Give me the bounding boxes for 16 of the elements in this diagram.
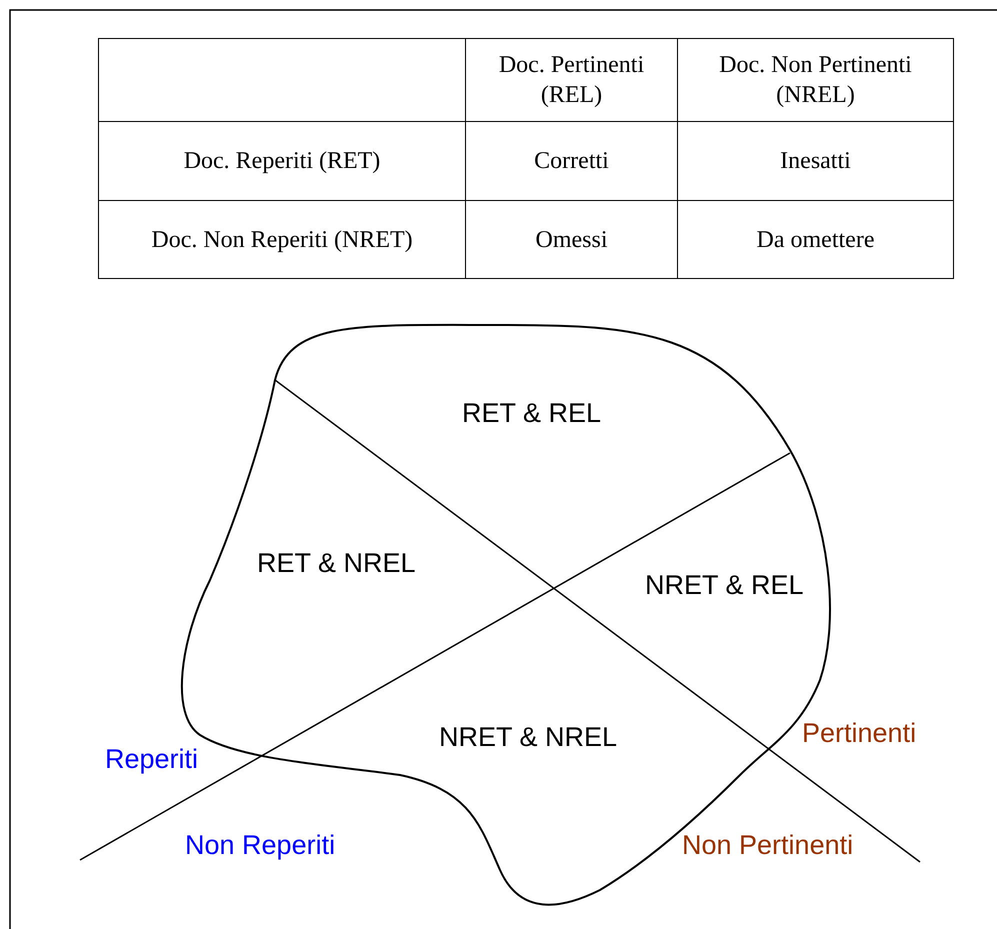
column-header: Doc. Non Pertinenti (NREL): [678, 38, 954, 122]
set-label: Reperiti: [105, 744, 198, 775]
table-cell: Omessi: [466, 200, 678, 278]
region-label: RET & NREL: [257, 548, 416, 579]
table-cell: Da omettere: [678, 200, 954, 278]
column-header: Doc. Pertinenti (REL): [466, 38, 678, 122]
region-label: RET & REL: [462, 398, 602, 429]
table-cell: Inesatti: [678, 122, 954, 200]
set-label: Non Reperiti: [185, 830, 336, 861]
table-cell: Corretti: [466, 122, 678, 200]
set-label: Pertinenti: [802, 718, 916, 749]
row-header: Doc. Reperiti (RET): [98, 122, 466, 200]
region-label: NRET & NREL: [439, 722, 618, 753]
region-label: NRET & REL: [645, 570, 804, 601]
row-header: Doc. Non Reperiti (NRET): [98, 200, 466, 278]
set-label: Non Pertinenti: [682, 830, 854, 861]
